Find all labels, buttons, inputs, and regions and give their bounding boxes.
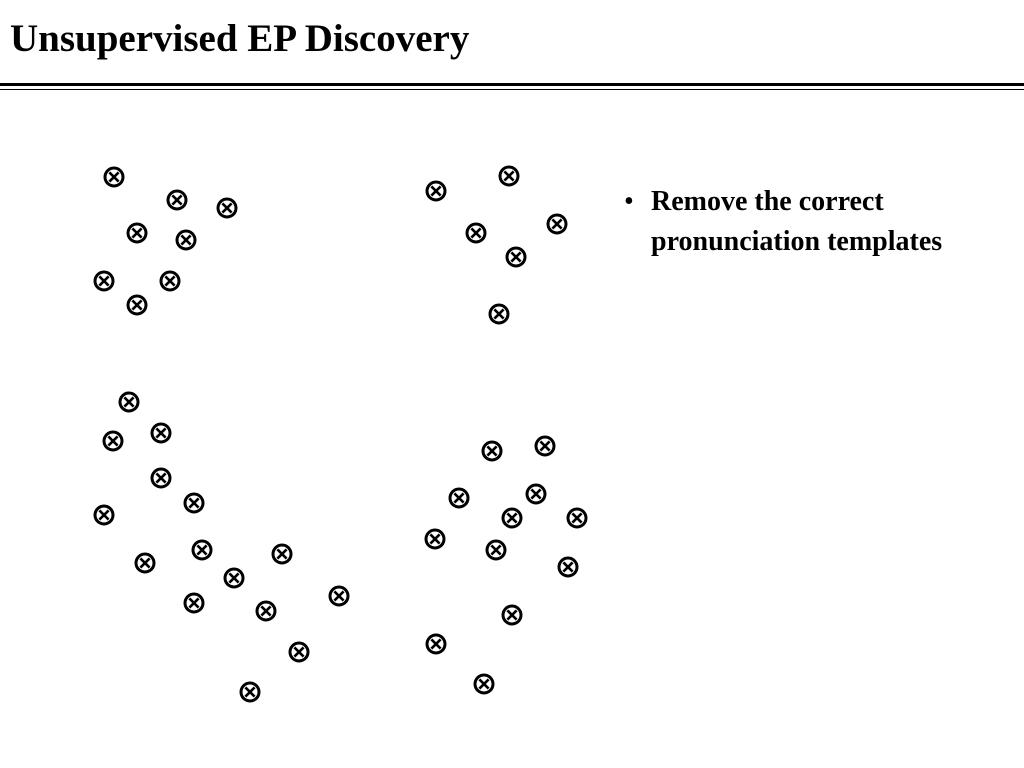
circled-x-icon	[166, 189, 188, 211]
circled-x-icon	[183, 592, 205, 614]
circled-x-icon	[465, 222, 487, 244]
circled-x-icon	[126, 294, 148, 316]
circled-x-icon	[271, 543, 293, 565]
circled-x-icon	[175, 229, 197, 251]
title-rule-thick	[0, 83, 1024, 86]
circled-x-icon	[546, 213, 568, 235]
circled-x-icon	[424, 528, 446, 550]
circled-x-icon	[501, 604, 523, 626]
circled-x-icon	[566, 507, 588, 529]
circled-x-icon	[223, 567, 245, 589]
circled-x-icon	[425, 180, 447, 202]
circled-x-icon	[501, 507, 523, 529]
circled-x-icon	[473, 673, 495, 695]
circled-x-icon	[485, 539, 507, 561]
circled-x-icon	[328, 585, 350, 607]
circled-x-icon	[134, 552, 156, 574]
circled-x-icon	[103, 166, 125, 188]
cluster-bottom-right	[424, 435, 588, 695]
circled-x-icon	[488, 303, 510, 325]
page-title: Unsupervised EP Discovery	[10, 17, 470, 60]
circled-x-icon	[448, 487, 470, 509]
circled-x-icon	[239, 681, 261, 703]
circled-x-icon	[150, 422, 172, 444]
circled-x-icon	[102, 430, 124, 452]
bullet-symbol: •	[624, 186, 634, 217]
circled-x-icon	[534, 435, 556, 457]
circled-x-icon	[288, 641, 310, 663]
circled-x-icon	[159, 270, 181, 292]
circled-x-icon	[505, 246, 527, 268]
title-rule-thin	[0, 89, 1024, 90]
circled-x-icon	[525, 483, 547, 505]
circled-x-icon	[93, 504, 115, 526]
circled-x-icon	[255, 600, 277, 622]
circled-x-icon	[191, 539, 213, 561]
cluster-bottom-left	[93, 391, 350, 703]
cluster-top-right	[425, 165, 568, 325]
circled-x-icon	[481, 440, 503, 462]
circled-x-icon	[216, 197, 238, 219]
circled-x-icon	[126, 222, 148, 244]
circled-x-icon	[150, 467, 172, 489]
circled-x-icon	[183, 492, 205, 514]
circled-x-icon	[425, 633, 447, 655]
cluster-top-left	[93, 166, 238, 316]
circled-x-icon	[557, 556, 579, 578]
circled-x-icon	[498, 165, 520, 187]
circled-x-icon	[118, 391, 140, 413]
circled-x-icon	[93, 270, 115, 292]
bullet-text: Remove the correct pronunciation templat…	[651, 186, 943, 257]
